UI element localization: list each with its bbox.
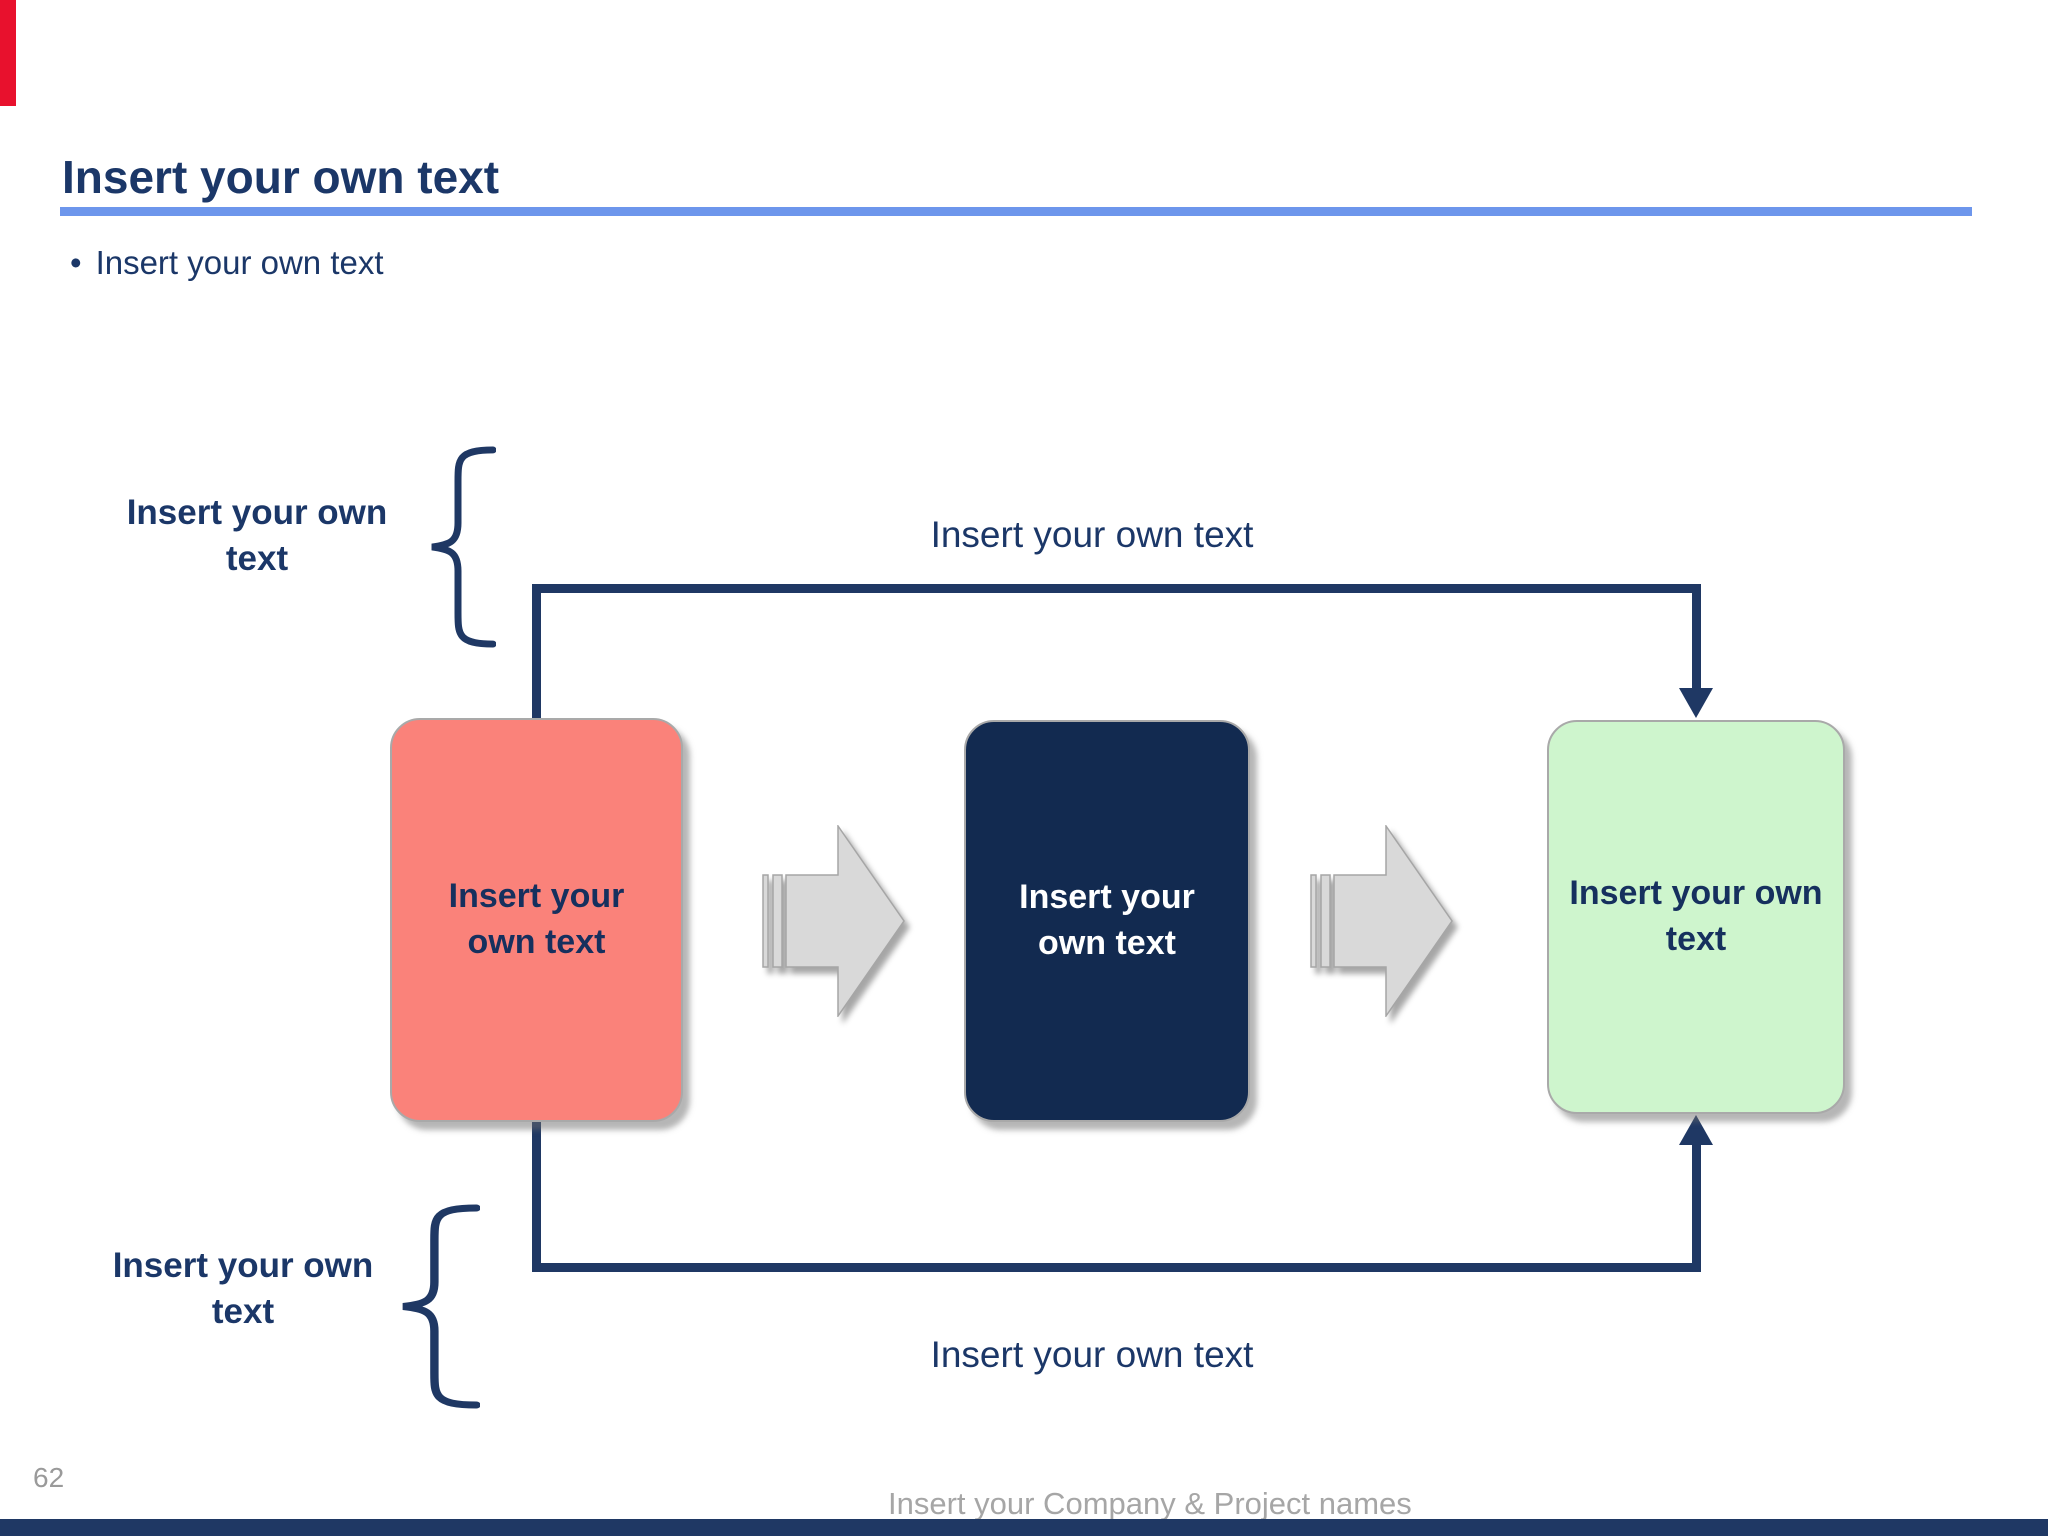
process-box-3-label: Insert your own text xyxy=(1569,874,1823,958)
top-brace-icon xyxy=(431,446,496,648)
bottom-connector-label: Insert your own text xyxy=(930,1334,1254,1375)
bullet-text: Insert your own text xyxy=(95,244,384,281)
footer-text: Insert your Company & Project names xyxy=(888,1486,1412,1521)
bottom-brace-label: Insert your own text xyxy=(112,1246,374,1331)
flow-arrow-2-icon xyxy=(1310,825,1453,1017)
page-number: 62 xyxy=(33,1462,65,1493)
process-box-2-label: Insert your own text xyxy=(1019,878,1195,962)
top-connector-right-vertical xyxy=(1692,584,1701,692)
bullet-icon: • xyxy=(70,244,82,281)
slide-title: Insert your own text xyxy=(62,151,500,203)
process-box-3: Insert your own text xyxy=(1547,720,1845,1114)
process-box-2: Insert your own text xyxy=(964,720,1250,1122)
top-brace-label: Insert your own text xyxy=(126,493,388,578)
process-box-1: Insert your own text xyxy=(390,718,683,1122)
bullet-item: • Insert your own text xyxy=(70,244,384,282)
bottom-navy-band xyxy=(0,1519,2048,1536)
bottom-connector-horizontal xyxy=(532,1263,1701,1272)
process-box-1-label: Insert your own text xyxy=(448,877,625,961)
bottom-connector-left-vertical xyxy=(532,1122,541,1272)
top-connector-label: Insert your own text xyxy=(930,514,1254,555)
top-connector-horizontal xyxy=(532,584,1701,593)
flow-arrow-1-icon xyxy=(762,825,905,1017)
top-connector-left-vertical xyxy=(532,584,541,718)
bottom-brace-icon xyxy=(402,1204,480,1409)
red-accent-bar xyxy=(0,0,16,106)
top-connector-arrowhead-icon xyxy=(1679,688,1713,718)
bottom-connector-arrowhead-icon xyxy=(1679,1115,1713,1145)
bottom-connector-right-vertical xyxy=(1692,1143,1701,1272)
title-underline xyxy=(60,207,1972,216)
